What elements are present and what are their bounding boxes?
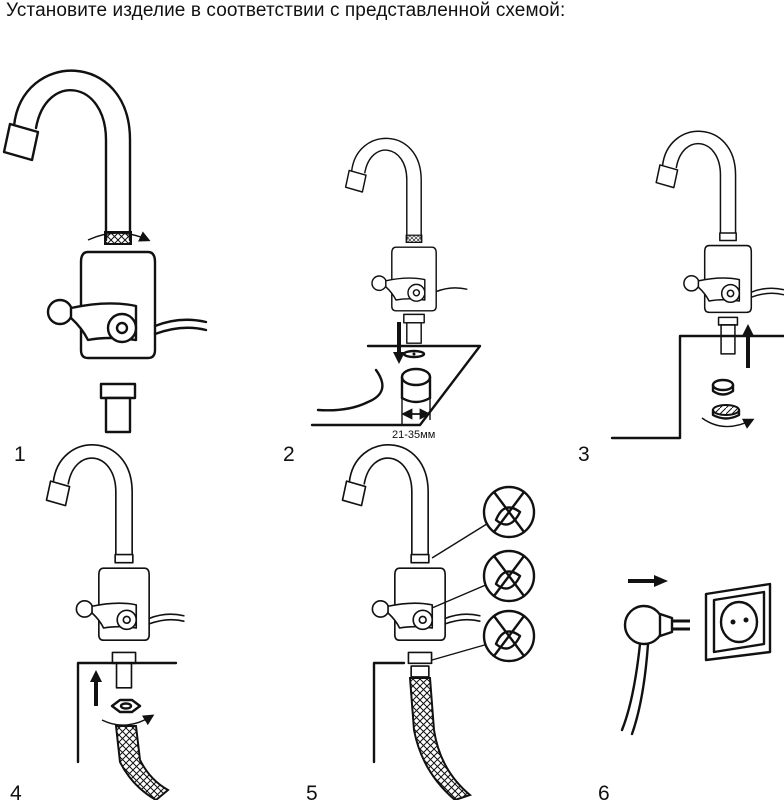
step-number-3: 3 [578,443,590,466]
step-number-1: 1 [14,443,26,466]
hole-dimension-label: 21-35мм [392,429,435,441]
step-number-2: 2 [283,443,295,466]
step-5-diagram [342,445,534,800]
no-wrench-icon [484,611,534,661]
step-number-6: 6 [598,782,610,800]
plug-icon [622,606,690,734]
step-number-5: 5 [306,782,318,800]
no-wrench-icon [484,487,534,537]
step-number-4: 4 [10,782,22,800]
socket-icon [706,584,770,660]
step-6-diagram [622,575,770,734]
step-1-diagram [4,71,206,432]
step-3-diagram [612,131,784,438]
step-4-diagram [46,445,183,800]
no-wrench-icon [484,551,534,601]
step-2-diagram: 21-35мм [312,138,480,441]
